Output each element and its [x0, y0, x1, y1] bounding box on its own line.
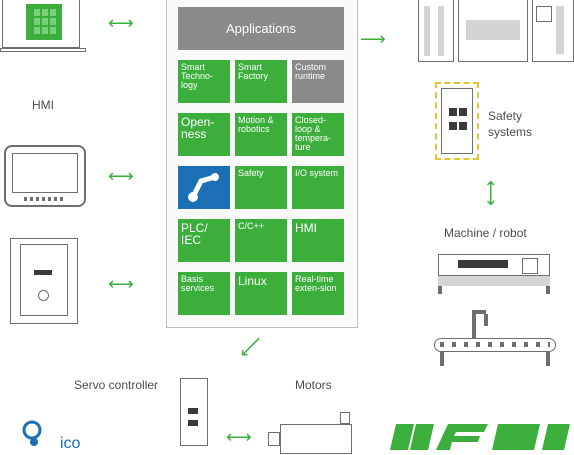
- platform-tile: Real-time exten-sion: [292, 272, 344, 315]
- arrow-servo: ⟶: [234, 330, 268, 364]
- platform-tile: Smart Techno-logy: [178, 60, 230, 103]
- safety-module-icon: [435, 82, 479, 160]
- arrow-cabinet: ⟶: [360, 29, 386, 49]
- applications-bar: Applications: [178, 7, 344, 50]
- platform-tile: Linux: [235, 272, 287, 315]
- platform-tile: Open-ness: [178, 113, 230, 156]
- machine-label: Machine / robot: [444, 226, 527, 240]
- servo-label: Servo controller: [74, 378, 159, 392]
- motors-label: Motors: [295, 378, 332, 392]
- logo-mark: ico: [20, 420, 150, 455]
- platform-tile: C/C++: [235, 219, 287, 262]
- robot-arm-icon: [188, 173, 219, 202]
- platform-tile: Custom runtime: [292, 60, 344, 103]
- arrow-motor: ⟷: [226, 427, 252, 447]
- platform-tile: Closed-loop & tempera-ture: [292, 113, 344, 156]
- arrow-safety: ⟷: [480, 180, 501, 206]
- arrow-tablet: ⟷: [108, 166, 134, 186]
- arrow-panel: ⟷: [108, 274, 134, 294]
- platform-tile: Motion & robotics: [235, 113, 287, 156]
- arrow-laptop: ⟷: [108, 13, 134, 33]
- platform-tile: Basis services: [178, 272, 230, 315]
- platform-tile: I/O system: [292, 166, 344, 209]
- keba-logo: [380, 416, 574, 455]
- svg-text:ico: ico: [60, 435, 81, 450]
- platform-tile: HMI: [292, 219, 344, 262]
- platform-tile: Smart Factory: [235, 60, 287, 103]
- safety-label: Safety systems: [488, 109, 533, 139]
- platform-logo-tile: [178, 166, 230, 209]
- platform-tile: Safety: [235, 166, 287, 209]
- platform-tile: PLC/ IEC: [178, 219, 230, 262]
- hmi-label: HMI: [32, 98, 54, 112]
